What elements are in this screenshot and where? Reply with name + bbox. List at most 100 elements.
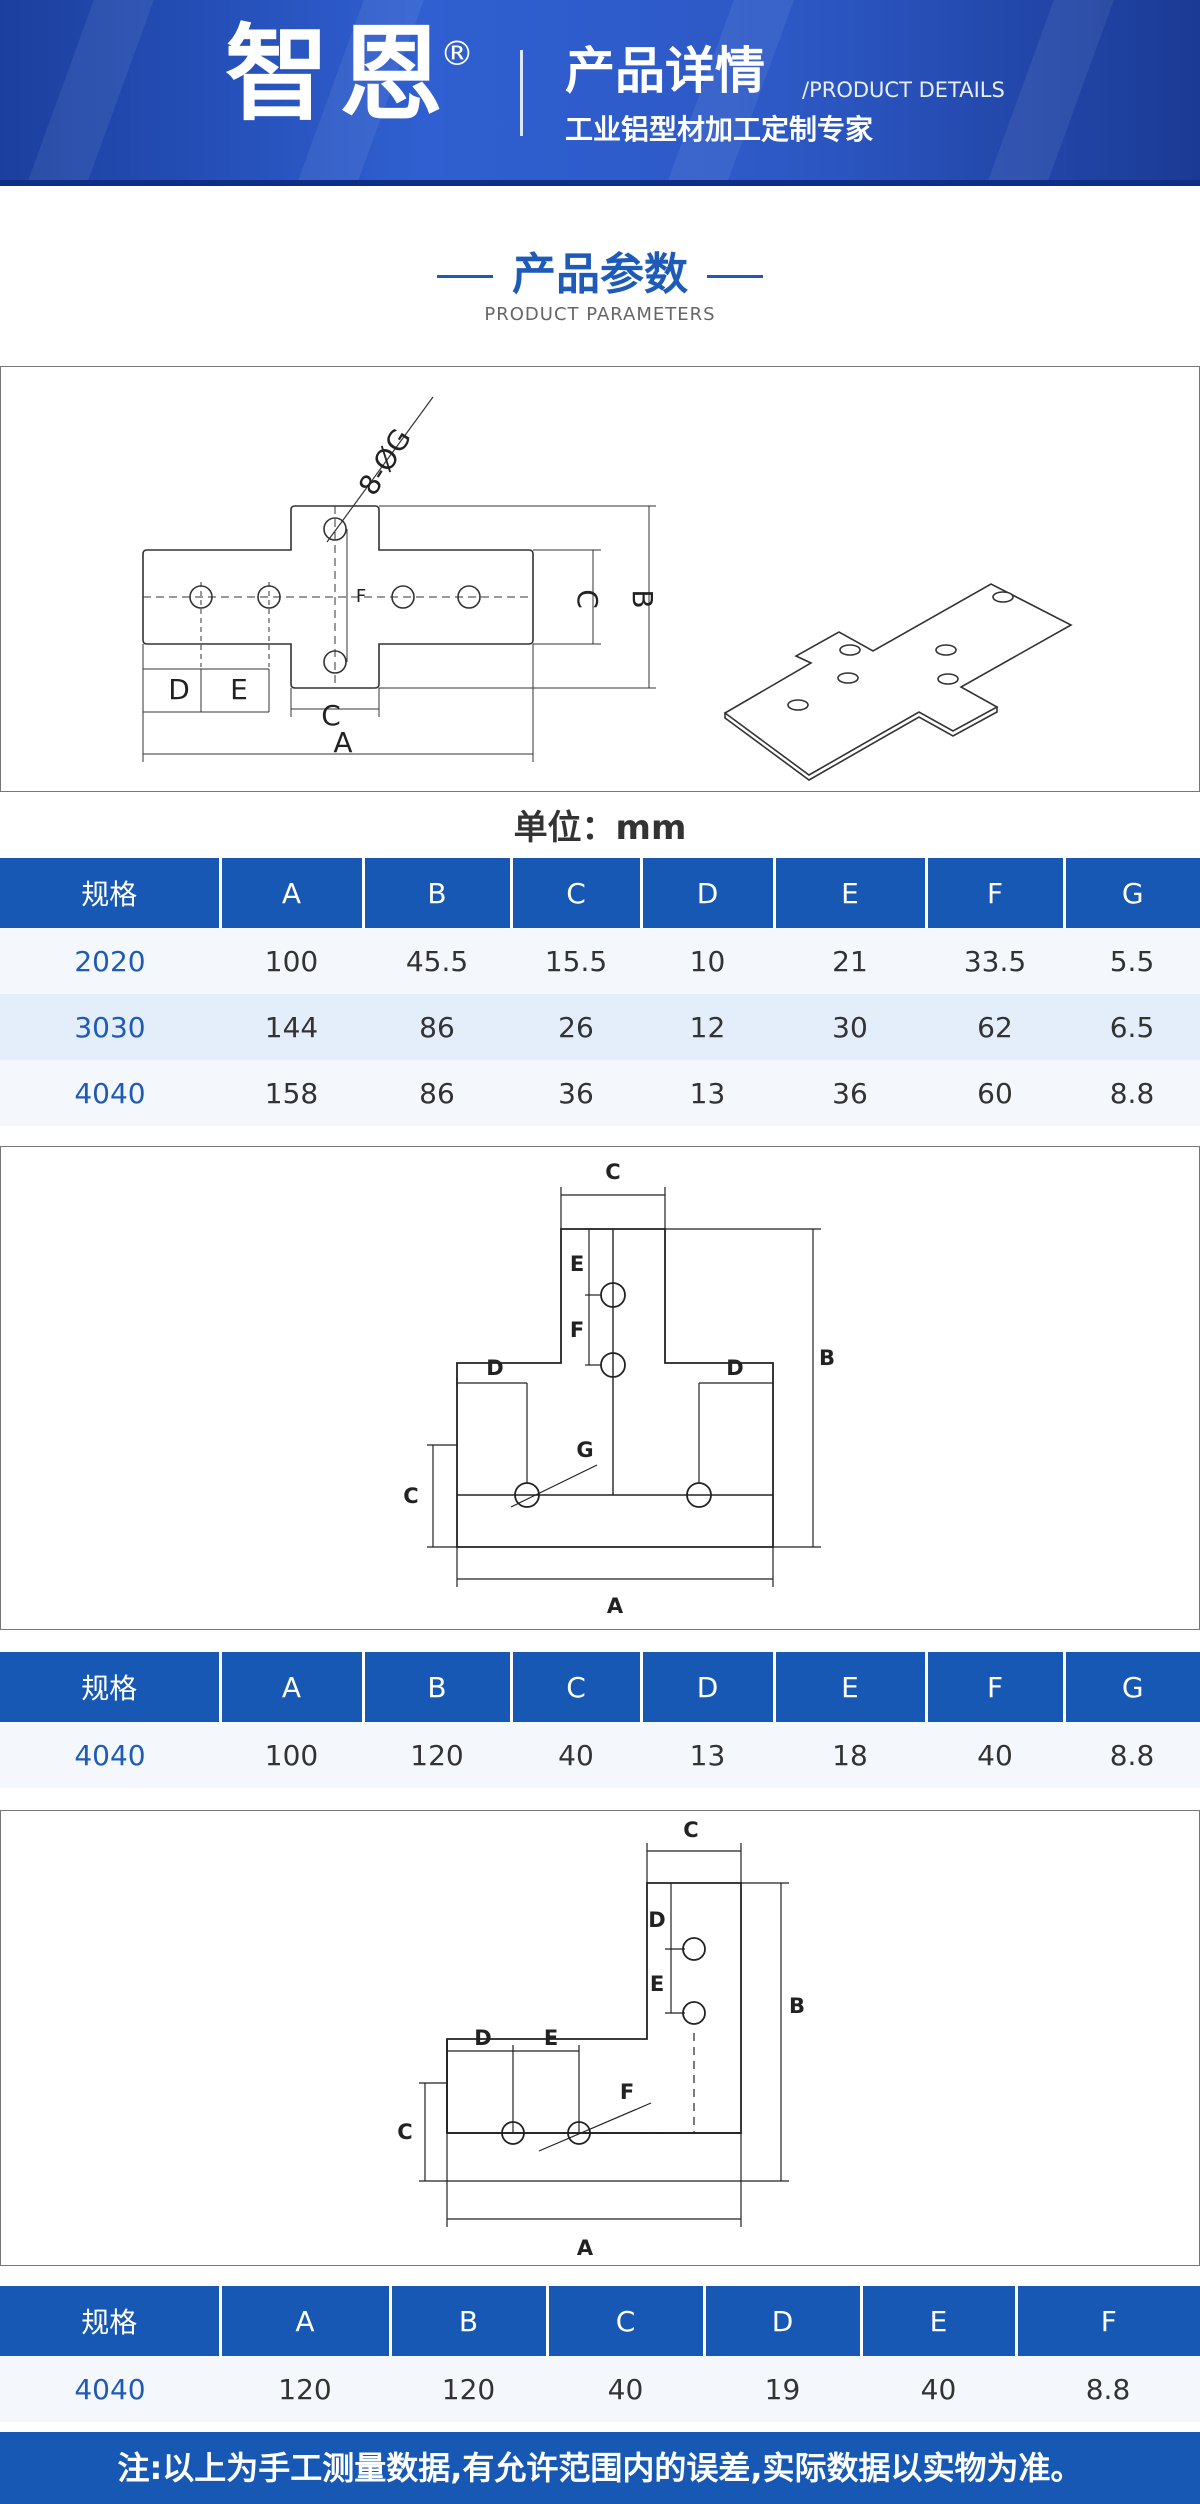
value-cell: 86 [363,1060,511,1126]
value-cell: 30 [774,994,926,1060]
table-row: 4040 158 86 36 13 36 60 8.8 [0,1060,1200,1126]
value-cell: 144 [220,994,363,1060]
dim-label-c-left: C [403,1484,418,1508]
value-cell: 45.5 [363,928,511,994]
model-cell: 4040 [0,1722,220,1788]
table-header-row: 规格 A B C D E F [0,2286,1200,2356]
section-title-line-right [707,275,763,278]
model-cell: 3030 [0,994,220,1060]
l-plate-drawing: C D E D E F C B A [0,1810,1200,2266]
dim-label-g: G [576,1438,593,1462]
value-cell: 13 [641,1722,774,1788]
header-cell: B [390,2286,549,2356]
table-row: 2020 100 45.5 15.5 10 21 33.5 5.5 [0,928,1200,994]
banner-decoration [26,0,154,186]
tee-plate-svg: C E F D D G C B A [403,1160,835,1618]
table-row: 3030 144 86 26 12 30 62 6.5 [0,994,1200,1060]
dim-label-d: D [168,673,190,706]
value-cell: 60 [926,1060,1064,1126]
value-cell: 13 [641,1060,774,1126]
value-cell: 40 [926,1722,1064,1788]
header-cell: F [926,1652,1066,1722]
header-cell: E [774,858,928,928]
cross-plate-3d-view [723,583,1073,781]
l-outline [446,1882,742,2134]
value-cell: 21 [774,928,926,994]
dim-label-e: E [230,673,248,706]
banner-title-en: /PRODUCT DETAILS [802,78,1005,102]
dim-label-d-left: D [486,1356,503,1380]
banner-subtitle: 工业铝型材加工定制专家 [565,113,874,146]
value-cell: 5.5 [1064,928,1200,994]
dim-label-c-right: C [571,589,604,609]
model-cell: 2020 [0,928,220,994]
dim-label-b: B [819,1346,835,1370]
dim-label-c-left: C [397,2120,412,2144]
header-cell: 规格 [0,2286,222,2356]
value-cell: 120 [363,1722,511,1788]
tee-plate-drawing: C E F D D G C B A [0,1146,1200,1630]
dim-label-a: A [333,726,352,759]
section-subtitle: PRODUCT PARAMETERS [484,304,716,325]
value-cell: 36 [774,1060,926,1126]
value-cell: 19 [704,2356,861,2422]
header-cell: A [220,1652,365,1722]
value-cell: 33.5 [926,928,1064,994]
value-cell: 40 [511,1722,641,1788]
dim-label-a: A [607,1594,624,1618]
header-cell: G [1064,1652,1200,1722]
dim-label-f: F [570,1318,584,1342]
dim-label-c-top: C [683,1818,698,1842]
value-cell: 100 [220,1722,363,1788]
table-row: 4040 120 120 40 19 40 8.8 [0,2356,1200,2422]
dim-label-a: A [577,2236,594,2260]
header-cell: E [861,2286,1018,2356]
header-cell: C [547,2286,706,2356]
dim-label-f: F [356,586,366,607]
header-cell: D [641,858,776,928]
dim-label-d-vertical: D [648,1908,665,1932]
banner-bottom-line [0,180,1200,186]
section-title-line-left [437,275,493,278]
spec-table-cross: 规格 A B C D E F G 2020 100 45.5 15.5 10 2… [0,858,1200,1126]
header-cell: E [774,1652,928,1722]
header-cell: A [220,2286,392,2356]
dim-label-c: C [321,699,341,732]
value-cell: 8.8 [1016,2356,1200,2422]
value-cell: 10 [641,928,774,994]
header-cell: D [641,1652,776,1722]
dim-label-c-top: C [605,1160,620,1184]
footer-note: 注:以上为手工测量数据,有允许范围内的误差,实际数据以实物为准。 [0,2432,1200,2504]
brand-logo-text: 智恩 [225,13,454,135]
spec-table-l: 规格 A B C D E F 4040 120 120 40 19 40 8.8 [0,2286,1200,2422]
dim-label-d-right: D [726,1356,743,1380]
table-row: 4040 100 120 40 13 18 40 8.8 [0,1722,1200,1788]
header-cell: 规格 [0,858,222,928]
dim-label-e: E [544,2026,558,2050]
banner-title: 产品详情 [565,42,765,100]
dim-label-e-vertical: E [650,1972,664,1996]
dim-label-e: E [570,1252,584,1276]
header-cell: G [1064,858,1200,928]
value-cell: 120 [390,2356,547,2422]
header-cell: C [511,1652,643,1722]
value-cell: 36 [511,1060,641,1126]
l-plate-svg: C D E D E F C B A [397,1818,805,2260]
cross-plate-drawing: C A D E F C B 8-ØG [0,366,1200,792]
header-cell: F [926,858,1066,928]
header-cell: B [363,1652,513,1722]
tee-outline [456,1228,774,1548]
value-cell: 8.8 [1064,1060,1200,1126]
cross-outline [142,505,534,689]
header-cell: F [1016,2286,1200,2356]
table-header-row: 规格 A B C D E F G [0,1652,1200,1722]
value-cell: 6.5 [1064,994,1200,1060]
dim-label-b: B [789,1994,805,2018]
hole-spec-label: 8-ØG [352,423,418,501]
value-cell: 26 [511,994,641,1060]
value-cell: 15.5 [511,928,641,994]
banner-decoration [986,0,1114,186]
value-cell: 158 [220,1060,363,1126]
value-cell: 8.8 [1064,1722,1200,1788]
value-cell: 86 [363,994,511,1060]
